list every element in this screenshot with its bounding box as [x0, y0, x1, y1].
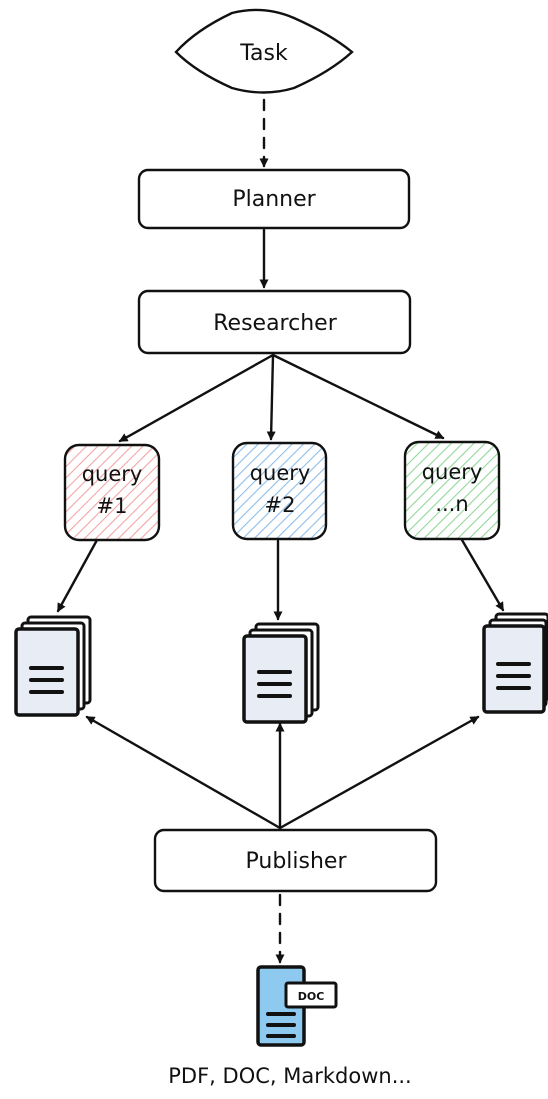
arrow-researcher-to-query-1 — [118, 353, 275, 443]
documents-icon-n — [482, 612, 548, 714]
query-node-1: query #1 — [63, 443, 161, 542]
researcher-label: Researcher — [213, 311, 337, 336]
arrow-researcher-to-query-2 — [266, 353, 276, 441]
query-node-2: query #2 — [231, 441, 328, 541]
query-1-label-line1: query — [82, 462, 143, 486]
query-2-label-line1: query — [250, 461, 311, 485]
query-n-label-line2: ...n — [435, 492, 468, 516]
query-1-label-line2: #1 — [97, 494, 128, 518]
researcher-node: Researcher — [137, 289, 412, 355]
query-node-n: query ...n — [403, 440, 501, 541]
arrow-researcher-to-query-n — [271, 353, 445, 440]
arrow-query-1-to-docs — [56, 538, 99, 613]
planner-node: Planner — [137, 168, 411, 230]
task-node: Task — [174, 8, 354, 94]
arrow-query-n-to-docs — [460, 538, 505, 612]
documents-icon-1 — [14, 615, 92, 717]
doc-tag-label: DOC — [298, 990, 325, 1003]
arrow-publisher-to-docs-1 — [85, 715, 282, 830]
output-formats-caption: PDF, DOC, Markdown... — [168, 1064, 411, 1088]
task-label: Task — [239, 41, 288, 66]
planner-label: Planner — [232, 187, 316, 212]
publisher-node: Publisher — [153, 828, 438, 893]
documents-icon-2 — [242, 622, 320, 724]
output-document-icon: DOC — [256, 965, 338, 1047]
publisher-label: Publisher — [246, 849, 348, 874]
arrow-publisher-to-docs-n — [278, 715, 480, 830]
query-n-label-line1: query — [422, 460, 483, 484]
query-2-label-line2: #2 — [265, 493, 296, 517]
